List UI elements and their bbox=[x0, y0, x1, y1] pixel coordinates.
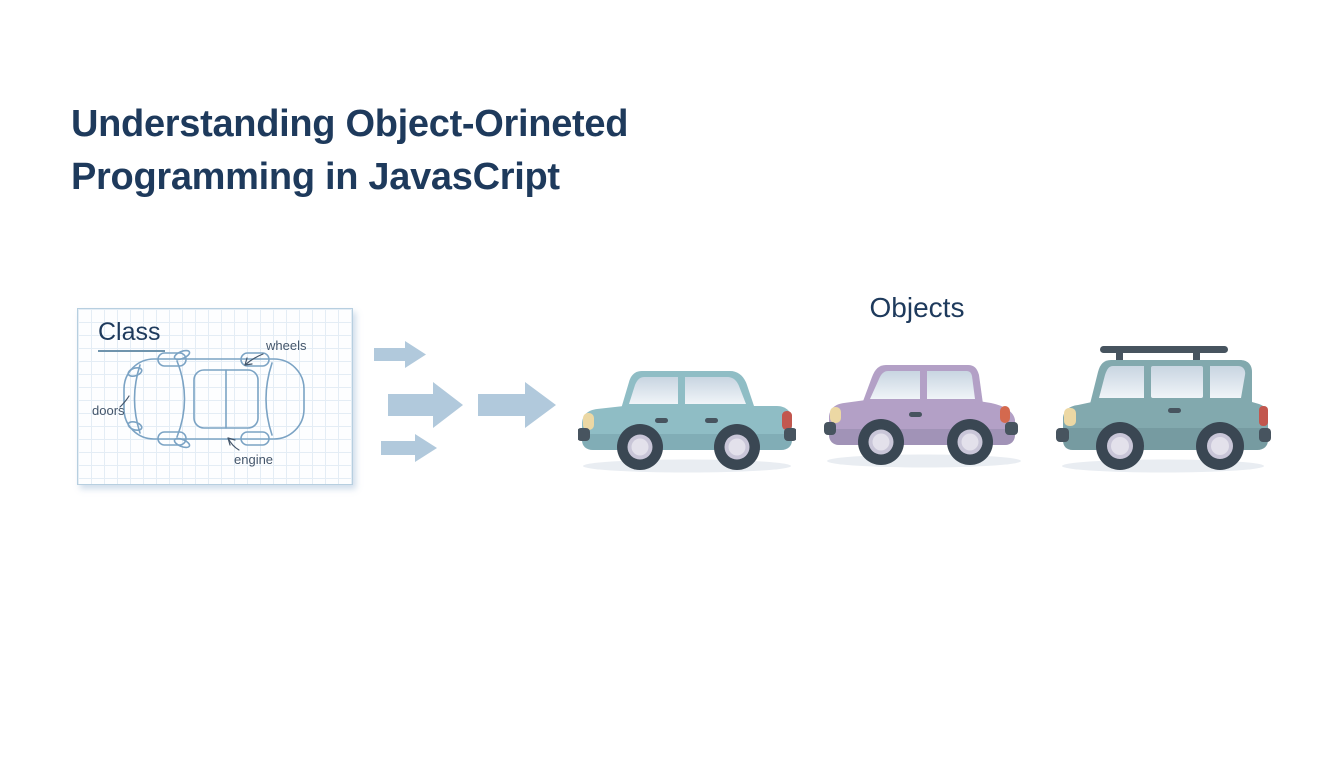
sketch-headlight-top bbox=[127, 366, 143, 378]
arrow-right-small-bottom-icon bbox=[381, 434, 437, 462]
teal-suv-icon bbox=[1056, 346, 1271, 473]
arrow-right-large-middle-icon bbox=[388, 382, 463, 428]
car-object-teal-sedan bbox=[578, 362, 796, 474]
roof-rack bbox=[1100, 346, 1228, 363]
car-object-purple-hatchback bbox=[824, 357, 1029, 469]
rear-wheel bbox=[714, 424, 760, 470]
front-wheel bbox=[858, 419, 904, 465]
rear-wheel bbox=[1196, 422, 1244, 470]
car-blueprint-sketch-icon: wheels doors engine bbox=[92, 338, 307, 467]
car-object-teal-suv bbox=[1056, 342, 1271, 474]
sketch-hood-line bbox=[133, 364, 141, 434]
title-line-2: Programming in JavasCript bbox=[71, 156, 560, 198]
sketch-car-body bbox=[123, 358, 305, 440]
sketch-mirror-top bbox=[173, 349, 191, 361]
sketch-windshield bbox=[176, 360, 186, 438]
front-wheel bbox=[617, 424, 663, 470]
engine-leader-arrowhead bbox=[227, 437, 236, 446]
purple-hatchback-icon bbox=[824, 365, 1021, 468]
instantiation-arrows bbox=[374, 341, 556, 462]
front-wheel bbox=[1096, 422, 1144, 470]
objects-heading: Objects bbox=[869, 292, 965, 323]
page-title: Understanding Object-Orineted Programmin… bbox=[71, 98, 628, 204]
class-blueprint-box: Class bbox=[77, 308, 353, 485]
wheels-leader-arrow bbox=[244, 353, 264, 366]
sketch-rear-window bbox=[265, 362, 273, 436]
annotation-doors: doors bbox=[92, 403, 125, 418]
class-label: Class bbox=[98, 318, 165, 352]
annotation-engine: engine bbox=[234, 452, 273, 467]
teal-sedan-icon bbox=[578, 371, 796, 473]
annotation-wheels: wheels bbox=[265, 338, 307, 353]
arrow-right-small-top-icon bbox=[374, 341, 426, 368]
sketch-mirror-bottom bbox=[173, 437, 191, 449]
title-line-1: Understanding Object-Orineted bbox=[71, 103, 629, 145]
arrow-right-large-lead-icon bbox=[478, 382, 556, 428]
rear-wheel bbox=[947, 419, 993, 465]
sketch-headlight-bottom bbox=[127, 420, 143, 432]
wheels-leader-arrowhead bbox=[244, 357, 253, 366]
doors-leader-line bbox=[119, 395, 130, 408]
